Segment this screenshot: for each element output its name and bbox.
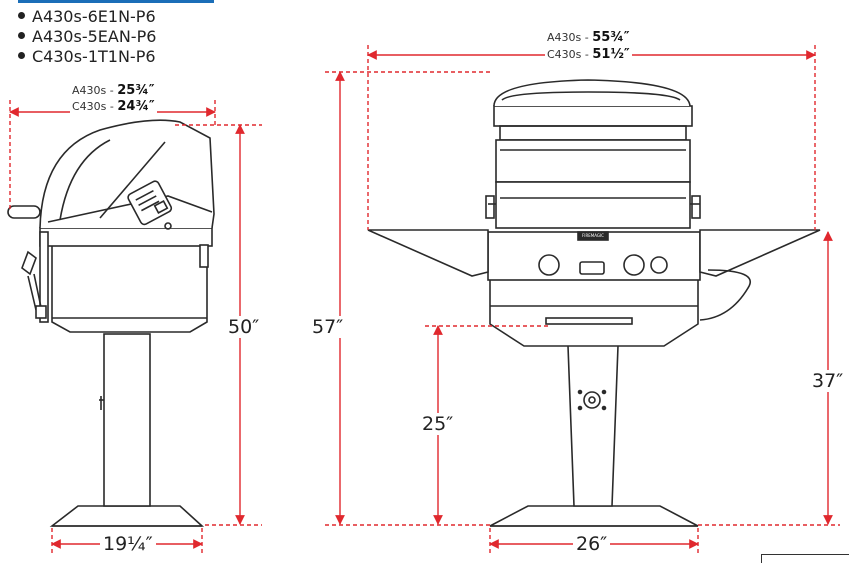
front-view: [367, 79, 821, 527]
brand-plate: FIREMAGIC: [578, 232, 608, 240]
shelf-height-label: 37″: [810, 370, 846, 392]
front-width-c-label: C430s - 51½″: [545, 47, 632, 62]
side-height-label: 50″: [226, 316, 262, 338]
bullet-icon: [18, 32, 25, 39]
model-item: A430s-6E1N-P6: [18, 7, 156, 27]
model-item: A430s-5EAN-P6: [18, 27, 156, 47]
pedestal-height-label: 25″: [420, 413, 456, 435]
side-width-a-label: A430s - 25¾″: [70, 83, 157, 98]
model-label: A430s-5EAN-P6: [32, 27, 157, 46]
overall-height-label: 57″: [310, 316, 346, 338]
model-label: C430s-1T1N-P6: [32, 47, 156, 66]
model-item: C430s-1T1N-P6: [18, 47, 156, 67]
side-view: [7, 119, 215, 527]
side-base-label: 19¼″: [100, 533, 156, 555]
accent-rule: [18, 0, 214, 3]
side-width-c-label: C430s - 24¾″: [70, 99, 157, 114]
front-width-a-label: A430s - 55¾″: [545, 30, 632, 45]
bullet-icon: [18, 52, 25, 59]
front-base-label: 26″: [573, 533, 611, 555]
bullet-icon: [18, 12, 25, 19]
corner-frame: [761, 554, 849, 563]
model-label: A430s-6E1N-P6: [32, 7, 156, 26]
